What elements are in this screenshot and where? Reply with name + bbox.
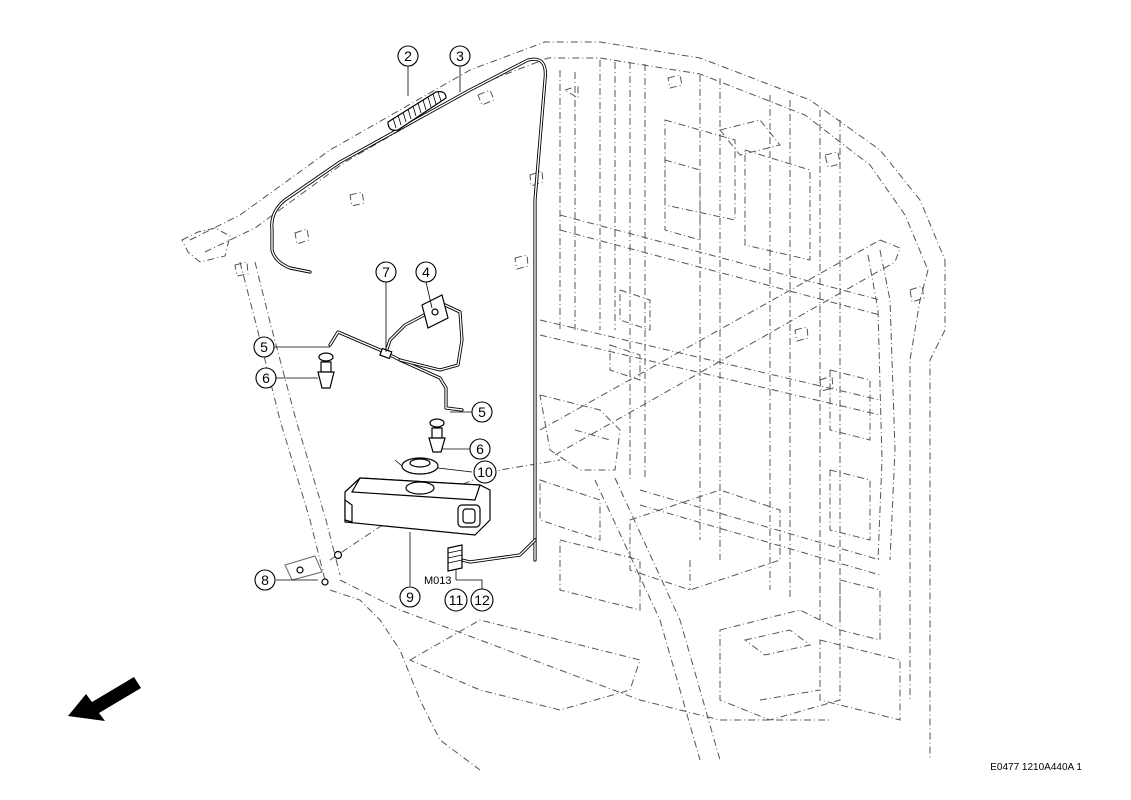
- washer-pump: [447, 544, 463, 572]
- callout-11-text: 11: [449, 592, 464, 608]
- callout-5-upper-text: 5: [260, 339, 268, 355]
- callout-9-text: 9: [406, 589, 414, 605]
- spiral-sleeve: [387, 91, 447, 131]
- fasteners: [284, 550, 343, 586]
- callout-10-text: 10: [477, 464, 493, 480]
- callout-6-lower: 6: [469, 438, 491, 460]
- callout-12: 12: [470, 588, 494, 612]
- callout-12-text: 12: [474, 592, 490, 608]
- callout-6-upper: 6: [255, 367, 277, 389]
- nozzle-lines: [328, 294, 464, 412]
- callout-4-text: 4: [422, 264, 430, 280]
- callout-10: 10: [473, 460, 497, 484]
- callout-3: 3: [449, 45, 471, 67]
- leader-lines: [274, 66, 483, 594]
- callout-2: 2: [397, 45, 419, 67]
- callout-6-lower-text: 6: [476, 441, 484, 457]
- connector-label: M013: [424, 575, 452, 587]
- callout-3-text: 3: [456, 48, 464, 64]
- washer-tank: [344, 477, 491, 536]
- callout-5-lower-text: 5: [478, 404, 486, 420]
- callout-6-upper-text: 6: [262, 370, 270, 386]
- tank-cap: [394, 457, 439, 475]
- callout-5-lower: 5: [471, 401, 493, 423]
- callout-11: 11: [444, 588, 468, 612]
- callout-7-text: 7: [382, 264, 390, 280]
- cab-frame: [181, 41, 946, 771]
- callout-7: 7: [375, 261, 397, 283]
- callout-8: 8: [254, 569, 276, 591]
- washer-nozzle-right: [428, 418, 446, 453]
- callout-8-text: 8: [261, 572, 269, 588]
- washer-hose: [270, 57, 547, 564]
- callout-4: 4: [415, 261, 437, 283]
- callout-5-upper: 5: [253, 336, 275, 358]
- callout-2-text: 2: [404, 48, 412, 64]
- direction-arrow-icon: [68, 677, 141, 721]
- washer-nozzle-left: [317, 352, 335, 389]
- drawing-reference: E0477 1210A440A 1: [990, 762, 1082, 773]
- callout-9: 9: [399, 586, 421, 608]
